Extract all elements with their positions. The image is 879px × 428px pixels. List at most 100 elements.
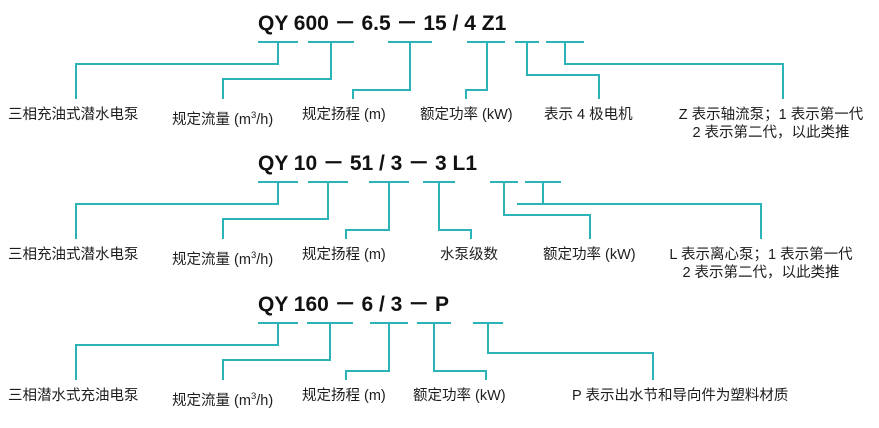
connector-v-series2-b — [760, 203, 762, 239]
label-rated-flow-post: /h) — [256, 111, 274, 128]
connector-v-head3-a — [388, 331, 390, 371]
connector-h-flow — [222, 78, 332, 80]
connector-v-head2-b — [345, 229, 347, 239]
connector-v-qy-a — [277, 50, 279, 64]
connector-v-head2-a — [388, 190, 390, 230]
label-plastic-material-3: P 表示出水节和导向件为塑料材质 — [572, 388, 789, 404]
connector-h-power — [465, 89, 488, 91]
connector-v-head-a — [409, 50, 411, 90]
connector-v-flow2-a — [327, 190, 329, 219]
connector-v-series-a — [564, 50, 566, 64]
label-rated-flow-sup-2: 3 — [250, 250, 257, 261]
connector-h-head3 — [345, 370, 390, 372]
tick-stem-head — [409, 41, 411, 50]
label-rated-flow-pre-3: 规定流量 (m — [172, 392, 251, 409]
tick-stem-series-2 — [542, 181, 544, 190]
connector-v-qy3-a — [277, 331, 279, 345]
connector-h-qy — [75, 63, 279, 65]
connector-v-power-a — [486, 50, 488, 90]
tick-stem-poles — [526, 41, 528, 50]
connector-v-series2-a — [542, 190, 544, 204]
label-rated-flow-2: 规定流量 (m3/h) — [172, 246, 273, 270]
connector-h-stages2 — [438, 229, 472, 231]
connector-v-series-b — [782, 63, 784, 99]
connector-v-stages2-b — [470, 229, 472, 239]
tick-stem-series — [564, 41, 566, 50]
label-rated-head-1: 规定扬程 (m) — [302, 107, 386, 123]
label-rated-flow-pre-2: 规定流量 (m — [172, 251, 251, 268]
model-code-qy10: QY 10 － 51 / 3 － 3 L1 — [258, 152, 478, 175]
connector-v-stages2-a — [438, 190, 440, 230]
label-pump-stages-2: 水泵级数 — [440, 247, 498, 263]
connector-v-material3-b — [652, 352, 654, 380]
label-rated-flow-3: 规定流量 (m3/h) — [172, 387, 273, 411]
connector-v-flow3-a — [329, 331, 331, 360]
connector-v-poles-b — [598, 74, 600, 99]
label-series-code-line1: Z 表示轴流泵；1 表示第一代 — [678, 107, 864, 123]
label-rated-head-3: 规定扬程 (m) — [302, 388, 386, 404]
connector-h-poles — [526, 74, 600, 76]
connector-v-head-b — [352, 89, 354, 99]
connector-h-series2 — [517, 203, 762, 205]
connector-h-qy2 — [75, 203, 279, 205]
model-code-qy600: QY 600 － 6.5 － 15 / 4 Z1 — [258, 12, 507, 35]
connector-h-material3 — [487, 352, 654, 354]
connector-v-material3-a — [487, 331, 489, 353]
connector-v-qy3-b — [75, 344, 77, 380]
connector-h-qy3 — [75, 344, 279, 346]
label-rated-power-2: 额定功率 (kW) — [543, 247, 636, 263]
tick-stem-qy-3 — [277, 322, 279, 331]
connector-v-qy2-b — [75, 203, 77, 239]
label-series-code-2: L 表示离心泵；1 表示第一代 2 表示第二代，以此类推 — [655, 246, 867, 282]
connector-v-poles-a — [526, 50, 528, 75]
connector-v-power3-a — [433, 331, 435, 371]
label-rated-flow-post-3: /h) — [256, 392, 274, 409]
tick-stem-flow — [330, 41, 332, 50]
tick-stem-head-2 — [388, 181, 390, 190]
tick-stem-qy-2 — [277, 181, 279, 190]
connector-v-power2-a — [503, 190, 505, 215]
label-series-code-2-line1: L 表示离心泵；1 表示第一代 — [669, 247, 853, 263]
label-three-phase-pump-1: 三相充油式潜水电泵 — [8, 107, 139, 123]
tick-stem-qy — [277, 41, 279, 50]
label-rated-flow-post-2: /h) — [256, 251, 274, 268]
connector-h-series — [564, 63, 784, 65]
tick-stem-power — [486, 41, 488, 50]
connector-h-head — [352, 89, 411, 91]
connector-h-power3 — [433, 370, 487, 372]
tick-stem-flow-3 — [329, 322, 331, 331]
label-rated-flow-pre: 规定流量 (m — [172, 111, 251, 128]
connector-v-qy-b — [75, 63, 77, 99]
label-three-phase-pump-3: 三相潜水式充油电泵 — [8, 388, 139, 404]
connector-v-flow2-b — [222, 218, 224, 239]
connector-v-power3-b — [485, 370, 487, 380]
connector-h-power2 — [503, 214, 591, 216]
connector-v-power2-b — [589, 214, 591, 239]
tick-stem-power-3 — [433, 322, 435, 331]
connector-v-flow-a — [330, 50, 332, 79]
label-rated-power-1: 额定功率 (kW) — [420, 107, 513, 123]
tick-stem-flow-2 — [327, 181, 329, 190]
connector-v-head3-b — [345, 370, 347, 380]
label-4-pole-motor-1: 表示 4 极电机 — [544, 107, 633, 123]
model-code-qy160: QY 160 － 6 / 3 － P — [258, 293, 450, 316]
tick-stem-head-3 — [388, 322, 390, 331]
connector-v-power-b — [465, 89, 467, 99]
connector-h-flow2 — [222, 218, 329, 220]
label-series-code-2-line2: 2 表示第二代，以此类推 — [682, 265, 840, 281]
connector-h-flow3 — [222, 359, 331, 361]
label-rated-flow-1: 规定流量 (m3/h) — [172, 106, 273, 130]
tick-stem-material-3 — [487, 322, 489, 331]
label-rated-power-3: 额定功率 (kW) — [413, 388, 506, 404]
tick-stem-stages-2 — [438, 181, 440, 190]
label-rated-head-2: 规定扬程 (m) — [302, 247, 386, 263]
label-rated-flow-sup-3: 3 — [250, 391, 257, 402]
label-three-phase-pump-2: 三相充油式潜水电泵 — [8, 247, 139, 263]
label-rated-flow-sup: 3 — [250, 110, 257, 121]
connector-v-flow-b — [222, 78, 224, 99]
connector-v-flow3-b — [222, 359, 224, 380]
label-series-code-line2: 2 表示第二代，以此类推 — [692, 125, 850, 141]
tick-stem-power-2 — [503, 181, 505, 190]
connector-v-qy2-a — [277, 190, 279, 204]
